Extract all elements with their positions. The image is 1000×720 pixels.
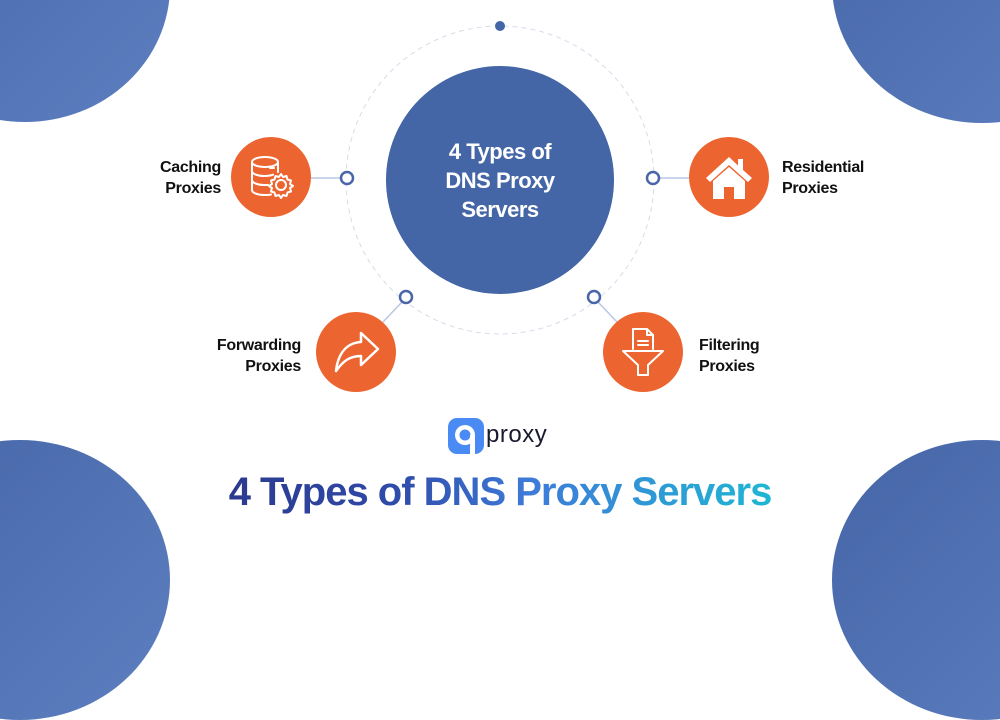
filtering-proxies-badge <box>603 312 683 392</box>
connector-filtering <box>597 301 618 323</box>
center-title-line-1: 4 Types of <box>448 138 552 164</box>
ring-node-forwarding <box>398 289 414 305</box>
filtering-proxies-label: Filtering Proxies <box>699 337 760 375</box>
residential-proxies-label: Residential Proxies <box>782 159 865 197</box>
brand-logo: proxy <box>448 418 547 454</box>
caching-proxies-badge <box>231 137 311 217</box>
center-title-line-3: Servers <box>461 196 539 222</box>
forwarding-proxies-badge <box>316 312 396 392</box>
proxy-logo-icon <box>448 418 484 454</box>
ring-node-caching <box>339 170 355 186</box>
center-circle <box>386 66 614 294</box>
center-title-line-2: DNS Proxy <box>445 167 555 193</box>
database-gear-icon <box>251 156 294 199</box>
brand-logo-text: proxy <box>486 421 548 448</box>
document-funnel-icon <box>622 328 664 376</box>
house-icon <box>706 157 752 199</box>
diagram-connectors <box>311 21 689 335</box>
forwarding-proxies-label: Forwarding Proxies <box>216 337 301 375</box>
ring-node-residential <box>645 170 661 186</box>
top-dot <box>495 21 505 31</box>
main-title: 4 Types of DNS Proxy Servers <box>228 470 773 514</box>
ring-node-filtering <box>586 289 602 305</box>
residential-proxies-badge <box>689 137 769 217</box>
forward-arrow-icon <box>334 331 380 373</box>
connector-forwarding <box>382 301 403 323</box>
center-title: 4 Types of DNS Proxy Servers <box>386 66 614 294</box>
caching-proxies-label: Caching Proxies <box>159 159 221 197</box>
